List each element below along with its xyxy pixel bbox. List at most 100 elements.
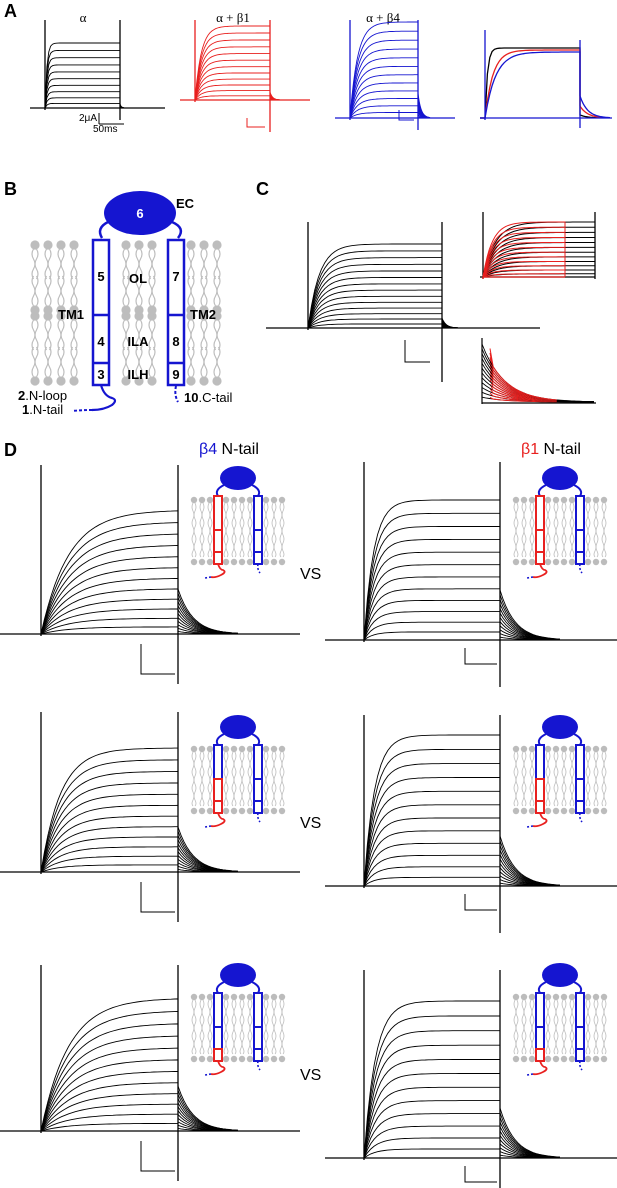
current-trace [482,231,566,278]
current-trace [363,1073,561,1159]
current-trace [307,313,458,329]
trace-title-alpha-beta1: α + β1 [216,10,250,25]
current-trace [363,854,560,887]
current-trace [363,1086,561,1159]
chimera-topology-icon [512,715,608,828]
panel-d-chimera-icons [190,466,608,1076]
current-trace [194,90,280,101]
current-trace [482,265,566,278]
current-trace [40,815,239,873]
current-trace [40,1082,239,1132]
current-trace [40,567,239,635]
current-trace [40,1035,239,1132]
current-trace [363,842,560,887]
current-trace [363,1125,560,1159]
chimera-topology-icon [190,715,286,828]
current-trace [363,817,561,887]
scale-bar-d-right [464,648,497,665]
current-trace [363,1044,561,1159]
segment-3: 3 [97,367,104,382]
current-trace [307,295,458,329]
panel-label-d: D [4,440,17,460]
current-trace [482,251,566,278]
current-trace [363,1000,561,1159]
trace-title-alpha: α [80,10,87,25]
extracellular-domain-number: 6 [136,206,143,221]
beta4-n-tail-title: β4 N-tail [199,441,259,458]
current-trace [307,257,458,329]
chimera-topology-icon [190,963,286,1076]
panel-d-current-traces [0,462,617,1188]
beta1-n-tail-title: β1 N-tail [521,441,581,458]
current-trace [363,499,561,641]
current-trace [363,576,561,641]
current-trace [40,533,239,635]
current-trace [44,91,125,109]
current-trace [363,748,561,887]
scale-bar-beta1 [246,118,265,128]
scale-bar-d-left [140,644,175,675]
current-trace [40,1023,239,1132]
ila-label: ILA [128,334,150,349]
panel-label-a: A [4,1,17,21]
normalized-trace-overlay [480,47,610,119]
c-tail-label: 10.C-tail [184,390,233,405]
trace-title-alpha-beta4: α + β4 [366,10,400,25]
tail-current-trace [481,348,594,403]
scale-time-label: 50ms [93,124,117,135]
current-trace [40,588,239,635]
segment-9: 9 [172,367,179,382]
vs-label-row-3: VS [300,1067,321,1084]
current-trace [482,256,566,278]
current-trace [363,830,561,887]
current-trace [44,84,125,109]
current-trace [40,545,239,635]
scale-bar-c [404,340,430,363]
current-trace [363,866,560,887]
current-trace [40,510,239,635]
current-trace [363,1113,560,1159]
segment-7: 7 [172,269,179,284]
current-trace [44,71,125,109]
current-trace [363,1100,561,1159]
current-trace [307,307,459,329]
current-trace [40,1093,239,1132]
current-trace [194,59,280,101]
current-trace [482,221,566,278]
panel-c-current-traces [266,212,596,404]
current-trace [482,226,566,278]
membrane-topology-icon: 6 EC 5 4 3 7 8 9 OL ILA ILH TM1 TM2 2.N-… [18,191,233,417]
scale-bar-d-right [464,1166,497,1183]
current-trace [307,243,458,329]
current-trace [363,599,560,641]
current-trace [40,836,239,873]
chimera-topology-icon [512,963,608,1076]
scale-bar-d-left [140,882,175,913]
scale-bar-d-left [140,1141,175,1172]
tm2-label: TM2 [190,307,216,322]
segment-5: 5 [97,269,104,284]
scale-bar-d-right [464,894,497,911]
current-trace [482,273,566,278]
ol-label: OL [129,271,147,286]
current-trace [482,261,566,278]
current-trace [40,556,239,635]
current-trace [363,526,561,641]
tail-current-trace [481,361,594,403]
current-trace [363,588,561,641]
current-trace [194,84,280,101]
current-trace [363,611,560,641]
current-trace [40,782,239,873]
current-trace [307,318,458,329]
current-trace [363,512,561,641]
n-loop-label: 2.N-loop [18,388,67,403]
chimera-topology-icon [512,466,608,579]
ec-label: EC [176,196,195,211]
current-trace [40,804,239,873]
normalized-trace-overlay [480,49,611,119]
current-trace [349,21,431,119]
current-trace [194,25,281,101]
current-trace [40,522,239,635]
current-trace [40,759,239,873]
